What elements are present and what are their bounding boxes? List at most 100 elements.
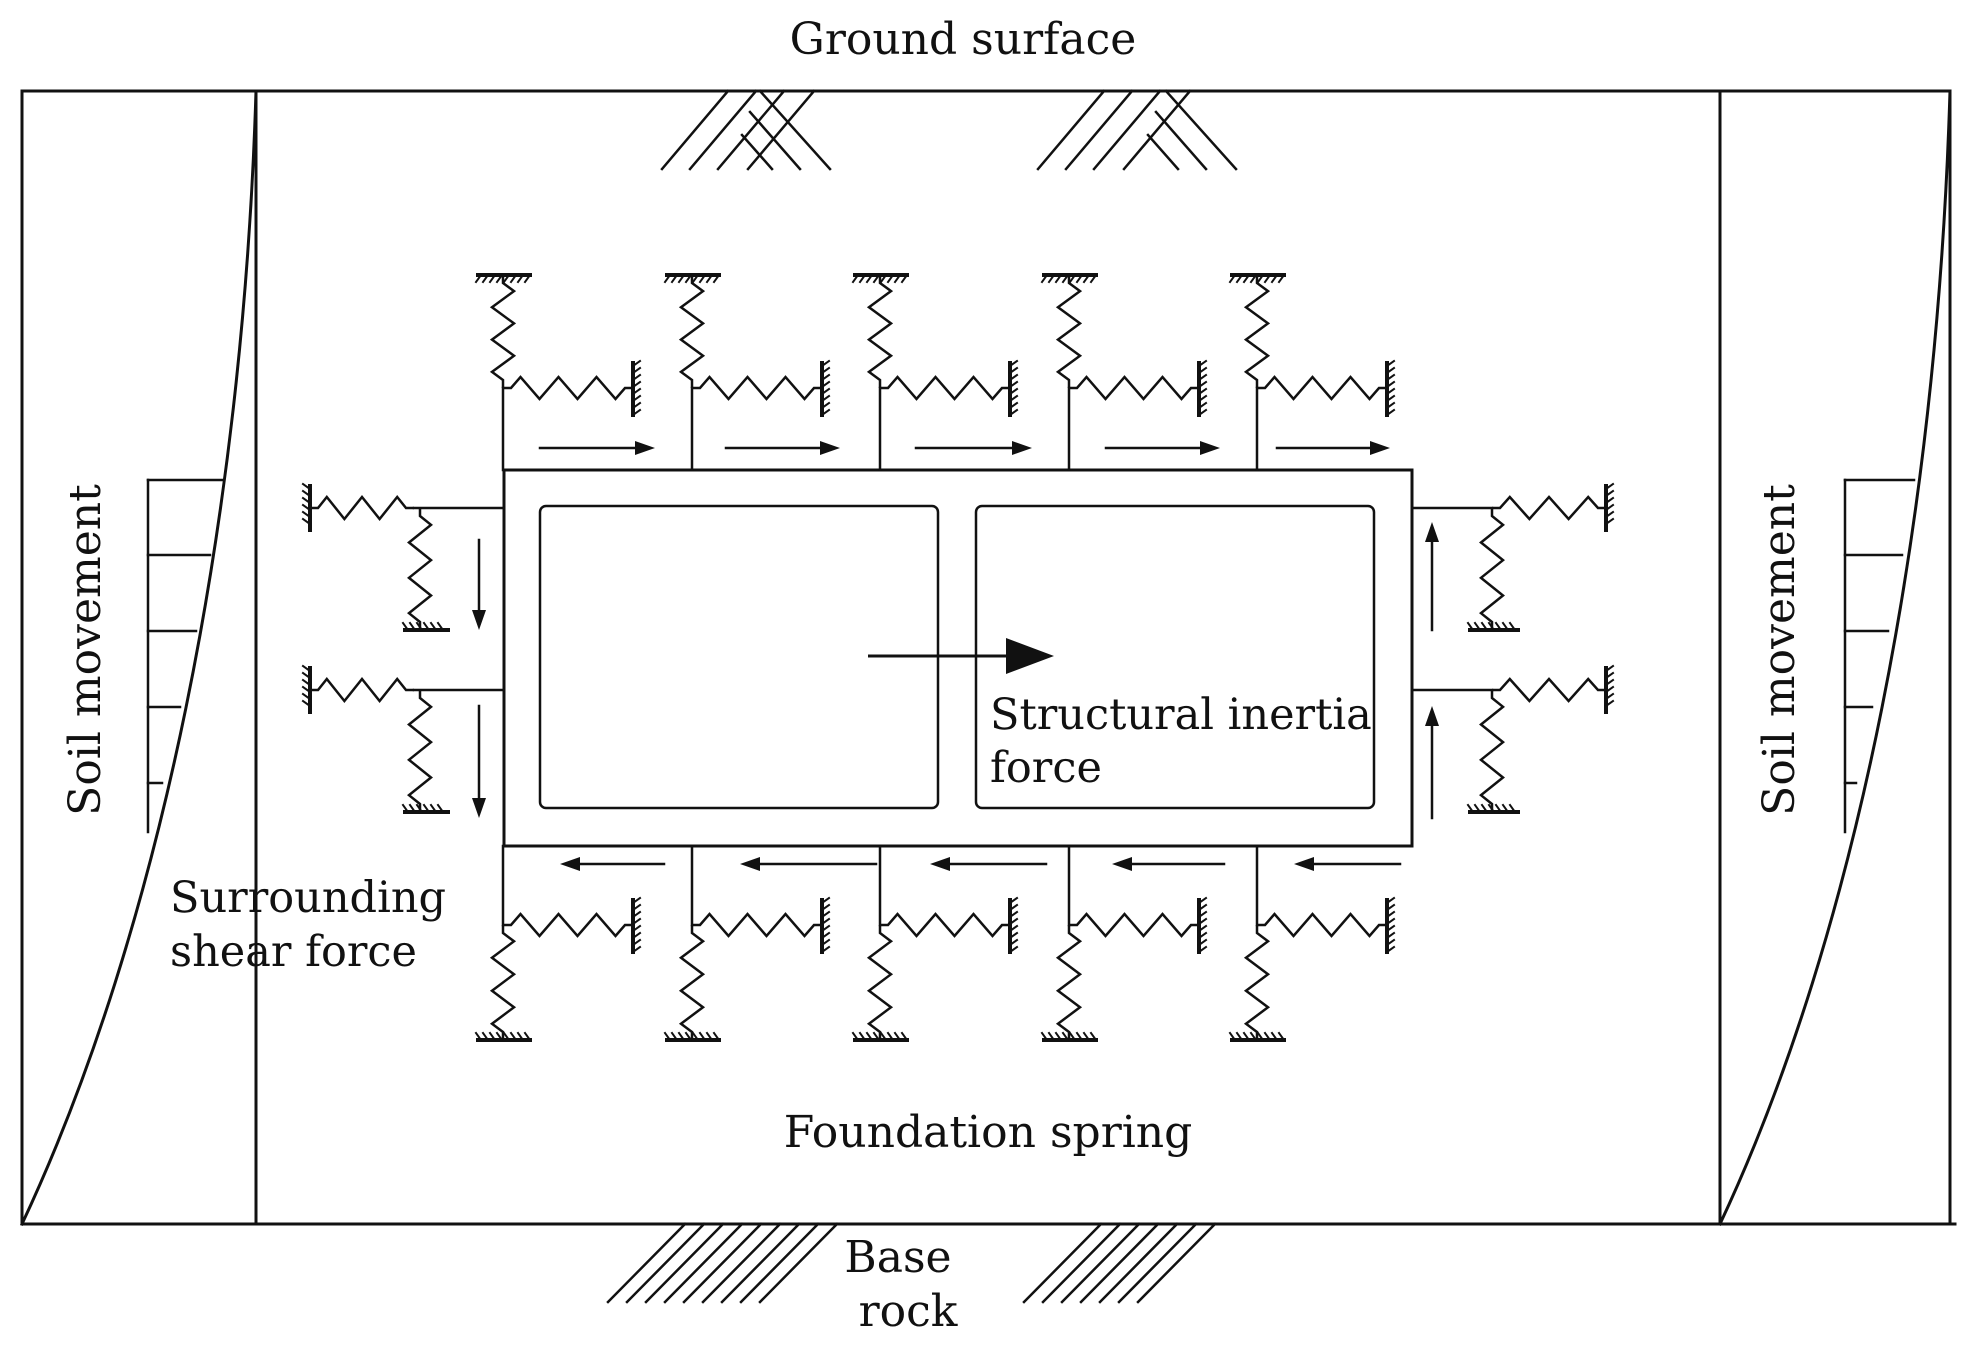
bottom-spring-unit	[1040, 844, 1208, 1042]
shear-arrow-right	[1104, 441, 1220, 455]
structural-inertia-label-line1: Structural inertia	[990, 690, 1372, 740]
fixed-support-icon	[1385, 359, 1396, 417]
fixed-support-icon	[631, 896, 642, 954]
soil-movement-right-label: Soil movement	[1754, 484, 1805, 816]
right-deformed-soil-profile	[1718, 89, 1952, 1226]
fixed-support-icon	[1385, 896, 1396, 954]
horizontal-spring	[880, 375, 1010, 401]
foundation-springs	[301, 273, 1615, 1042]
fixed-support-icon	[631, 359, 642, 417]
left-deformed-soil-profile	[20, 89, 258, 1226]
vertical-spring	[407, 508, 433, 630]
fixed-support-icon	[1466, 803, 1520, 814]
shear-arrow-left	[740, 857, 878, 871]
ground-hatching-left	[660, 89, 832, 171]
ground-hatching-right	[1036, 89, 1238, 171]
horizontal-spring	[1257, 375, 1387, 401]
structural-inertia-label-line2: force	[990, 743, 1102, 793]
vertical-spring	[407, 690, 433, 812]
vertical-spring	[1479, 690, 1505, 812]
fixed-support-icon	[474, 1031, 532, 1042]
right-side-spring-unit	[1410, 482, 1615, 632]
fixed-support-icon	[1466, 621, 1520, 632]
shear-arrow-left	[930, 857, 1048, 871]
horizontal-spring	[1069, 912, 1199, 938]
horizontal-spring	[880, 912, 1010, 938]
foundation-spring-label: Foundation spring	[784, 1107, 1193, 1158]
fixed-support-icon	[1604, 482, 1615, 532]
underground-structure	[502, 468, 1414, 848]
bottom-spring-unit	[1228, 844, 1396, 1042]
shear-arrow-down	[472, 538, 486, 630]
horizontal-spring	[310, 494, 414, 522]
vertical-spring	[866, 925, 894, 1040]
horizontal-spring	[1492, 677, 1606, 703]
fixed-support-icon	[663, 1031, 721, 1042]
base-rock-label-line2: rock	[859, 1286, 958, 1337]
shear-arrow-left	[1294, 857, 1402, 871]
fixed-support-icon	[1008, 896, 1019, 954]
horizontal-spring	[692, 375, 822, 401]
fixed-support-icon	[1008, 359, 1019, 417]
vertical-spring	[489, 925, 517, 1040]
vertical-spring	[678, 925, 706, 1040]
base-rock-label-line1: Base	[844, 1232, 951, 1283]
right-side-spring-unit	[1410, 664, 1615, 814]
shear-arrow-right	[538, 441, 655, 455]
shear-arrow-right	[724, 441, 840, 455]
base-rock-hatching-left	[606, 1222, 839, 1304]
fixed-support-icon	[1197, 359, 1208, 417]
horizontal-spring	[310, 676, 414, 704]
surrounding-shear-label-line2: shear force	[170, 927, 417, 977]
left-side-spring-unit	[301, 664, 506, 814]
top-spring-unit	[851, 273, 1019, 472]
base-rock-hatching-right	[1022, 1222, 1217, 1304]
surrounding-shear-arrows	[472, 441, 1439, 871]
soil-movement-left-label: Soil movement	[60, 484, 111, 816]
vertical-spring	[1055, 925, 1083, 1040]
bottom-spring-unit	[663, 844, 831, 1042]
left-side-spring-unit	[301, 482, 506, 632]
shear-arrow-down	[472, 704, 486, 818]
fixed-support-icon	[301, 482, 312, 532]
shear-arrow-left	[1112, 857, 1226, 871]
horizontal-spring	[1069, 375, 1199, 401]
vertical-spring	[1243, 925, 1271, 1040]
fixed-support-icon	[401, 621, 450, 632]
shear-arrow-right	[914, 441, 1032, 455]
fixed-support-icon	[1228, 1031, 1286, 1042]
fixed-support-icon	[1040, 1031, 1098, 1042]
fixed-support-icon	[1197, 896, 1208, 954]
vertical-spring	[678, 275, 706, 388]
bottom-spring-unit	[474, 844, 642, 1042]
fixed-support-icon	[1604, 664, 1615, 714]
surrounding-shear-label-line1: Surrounding	[170, 873, 446, 923]
top-spring-unit	[1228, 273, 1396, 472]
shear-arrow-up	[1425, 706, 1439, 820]
vertical-spring	[1055, 275, 1083, 388]
ground-surface-label: Ground surface	[790, 14, 1137, 65]
bottom-spring-unit	[851, 844, 1019, 1042]
horizontal-spring	[1257, 912, 1387, 938]
horizontal-spring	[503, 375, 633, 401]
inertia-force-arrow	[868, 638, 1054, 674]
top-spring-unit	[1040, 273, 1208, 472]
horizontal-spring	[503, 912, 633, 938]
vertical-spring	[1479, 508, 1505, 630]
top-spring-unit	[474, 273, 642, 472]
top-spring-unit	[663, 273, 831, 472]
fixed-support-icon	[401, 803, 450, 814]
shear-arrow-up	[1425, 522, 1439, 632]
fixed-support-icon	[301, 664, 312, 714]
structure-outer-wall	[502, 468, 1414, 848]
horizontal-spring	[1492, 495, 1606, 521]
right-soil-movement-profile	[1843, 478, 1916, 834]
shear-arrow-right	[1275, 441, 1390, 455]
horizontal-spring	[692, 912, 822, 938]
fixed-support-icon	[851, 1031, 909, 1042]
vertical-spring	[489, 275, 517, 388]
fixed-support-icon	[820, 359, 831, 417]
left-soil-movement-profile	[146, 478, 224, 834]
fixed-support-icon	[820, 896, 831, 954]
